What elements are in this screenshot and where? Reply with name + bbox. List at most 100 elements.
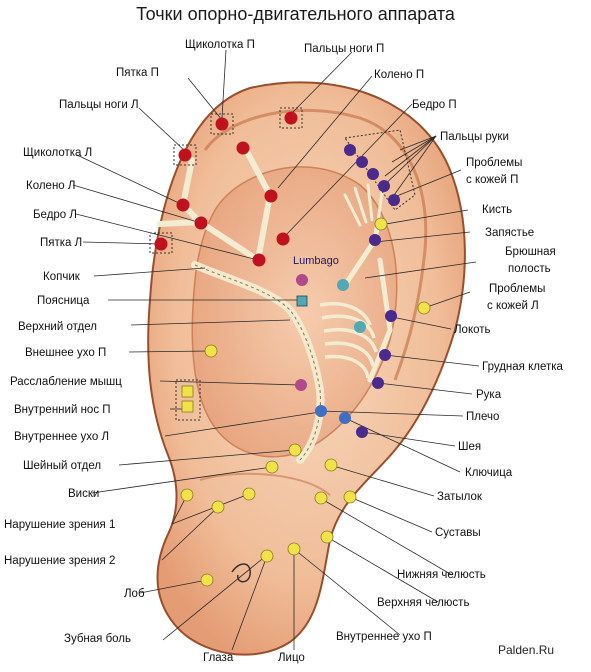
label-problemy-kozhey-l-1: Проблемы (489, 283, 545, 295)
point-viski (265, 460, 279, 474)
label-narushenie-zreniya-2: Нарушение зрения 2 (4, 555, 115, 567)
label-shchikolotka-l: Щиколотка Л (23, 147, 92, 159)
label-poyasnitsa: Поясница (37, 295, 90, 307)
label-problemy-kozhey-p-2: с кожей П (466, 174, 518, 186)
label-bryushnaya-2: полость (508, 263, 551, 275)
label-sheyny-otdel: Шейный отдел (23, 460, 101, 472)
point-koleno-p (264, 189, 278, 203)
point-kopchik (252, 253, 266, 267)
label-zubnaya-bol: Зубная боль (64, 633, 131, 645)
label-paltsy-nogi-l: Пальцы ноги Л (59, 99, 139, 111)
label-lokot: Локоть (454, 324, 491, 336)
label-paltsy-nogi-p: Пальцы ноги П (304, 43, 384, 55)
label-problemy-kozhey-p-1: Проблемы (466, 157, 522, 169)
point-narushenie-zreniya-1a (180, 488, 194, 502)
point-klyuchitsa (288, 443, 302, 457)
point-paltsy-nogi-l (178, 148, 192, 162)
label-verkhnyaya-chelyust: Верхняя челюсть (377, 597, 469, 609)
point-paltsy-ruki-1 (344, 144, 356, 156)
rib-cage (319, 302, 378, 379)
point-koleno-l (176, 198, 190, 212)
point-bryushnaya-polost (337, 279, 349, 291)
label-grudnaya-kletka: Грудная клетка (482, 361, 564, 373)
label-koleno-p: Колено П (374, 69, 424, 81)
point-paltsy-ruki-5 (388, 194, 400, 206)
point-litso (287, 542, 301, 556)
point-grudnaya-kletka (354, 321, 366, 333)
label-plecho: Плечо (466, 411, 499, 423)
point-shchikolotka-p (236, 141, 250, 155)
point-paltsy-ruki-2 (356, 156, 368, 168)
hand-bones (343, 183, 384, 227)
label-viski: Виски (68, 488, 99, 500)
point-klyuchitsa-blue (339, 412, 351, 424)
point-problemy-kozhey-l (417, 301, 431, 315)
label-vneshnee-ukho-p: Внешнее ухо П (25, 347, 106, 359)
point-paltsy-ruki-4 (378, 180, 390, 192)
label-bedro-p: Бедро П (412, 99, 457, 111)
point-zatylok (324, 458, 338, 472)
point-rasslablenie (295, 379, 307, 391)
point-narushenie-zreniya-2 (211, 500, 225, 514)
point-vnutrenniy-nos-p-2 (181, 400, 194, 413)
label-vnutrenniy-nos-p: Внутренний нос П (14, 404, 111, 416)
label-bedro-l: Бедро Л (33, 209, 77, 221)
label-shchikolotka-p: Щиколотка П (185, 39, 255, 51)
point-narushenie-zreniya-1b (242, 487, 256, 501)
label-klyuchitsa: Ключица (465, 467, 513, 479)
point-sheya (356, 426, 368, 438)
point-vneshnee-ukho-p (204, 344, 218, 358)
label-glaza: Глаза (203, 652, 234, 664)
point-plecho (372, 377, 384, 389)
label-lob: Лоб (124, 588, 145, 600)
label-sheya: Шея (458, 441, 481, 453)
point-zapyastye (369, 234, 381, 246)
label-problemy-kozhey-l-2: с кожей Л (487, 300, 539, 312)
label-kist: Кисть (482, 204, 512, 216)
point-pyatka-l (154, 237, 168, 251)
label-bryushnaya-1: Брюшная (505, 246, 556, 258)
points (154, 111, 431, 587)
label-litso: Лицо (278, 652, 305, 664)
point-vnutrenniy-nos-p-1 (181, 385, 194, 398)
diagram-title: Точки опорно-двигательного аппарата (136, 4, 455, 24)
label-koleno-l: Колено Л (26, 180, 75, 192)
label-ruka: Рука (476, 389, 502, 401)
point-kist (374, 217, 388, 231)
point-lumbago (296, 274, 308, 286)
label-zapyastye: Запястье (485, 227, 534, 239)
label-paltsy-ruki: Пальцы руки (440, 131, 509, 143)
label-rasslablenie: Расслабление мышц (10, 376, 122, 388)
label-narushenie-zreniya-1: Нарушение зрения 1 (4, 519, 115, 531)
point-paltsy-nogi-p (284, 111, 298, 125)
label-verkhniy-otdel: Верхний отдел (18, 321, 97, 333)
labels: Щиколотка П Пальцы ноги П Пятка П Колено… (4, 39, 564, 664)
ear-canal-mark (231, 563, 251, 583)
point-bedro-p (276, 232, 290, 246)
lumbago-label: Lumbago (293, 255, 339, 267)
point-verkhniy-otdel (296, 295, 308, 307)
label-nizhnyaya-chelyust: Нижняя челюсть (397, 569, 486, 581)
label-vnutrennee-ukho-p: Внутреннее ухо П (336, 631, 432, 643)
watermark: Palden.Ru (498, 643, 554, 657)
point-lob (200, 573, 214, 587)
label-kopchik: Копчик (43, 271, 81, 283)
label-pyatka-p: Пятка П (116, 67, 159, 79)
point-vnutrennee-ukho-l (315, 405, 327, 417)
point-bedro-l (194, 216, 208, 230)
lobe-fold (199, 472, 331, 496)
label-pyatka-l: Пятка Л (40, 237, 82, 249)
label-zatylok: Затылок (437, 491, 483, 503)
point-verkhnyaya-chelyust (320, 530, 334, 544)
point-nizhnyaya-chelyust (343, 490, 357, 504)
point-ruka (379, 349, 391, 361)
point-glaza (260, 549, 274, 563)
point-paltsy-ruki-3 (367, 168, 379, 180)
leader-lines (72, 49, 480, 651)
point-pyatka-p (215, 117, 229, 131)
point-sustavy (314, 491, 328, 505)
label-vnutrennee-ukho-l: Внутреннее ухо Л (14, 431, 109, 443)
point-lokot (385, 310, 397, 322)
